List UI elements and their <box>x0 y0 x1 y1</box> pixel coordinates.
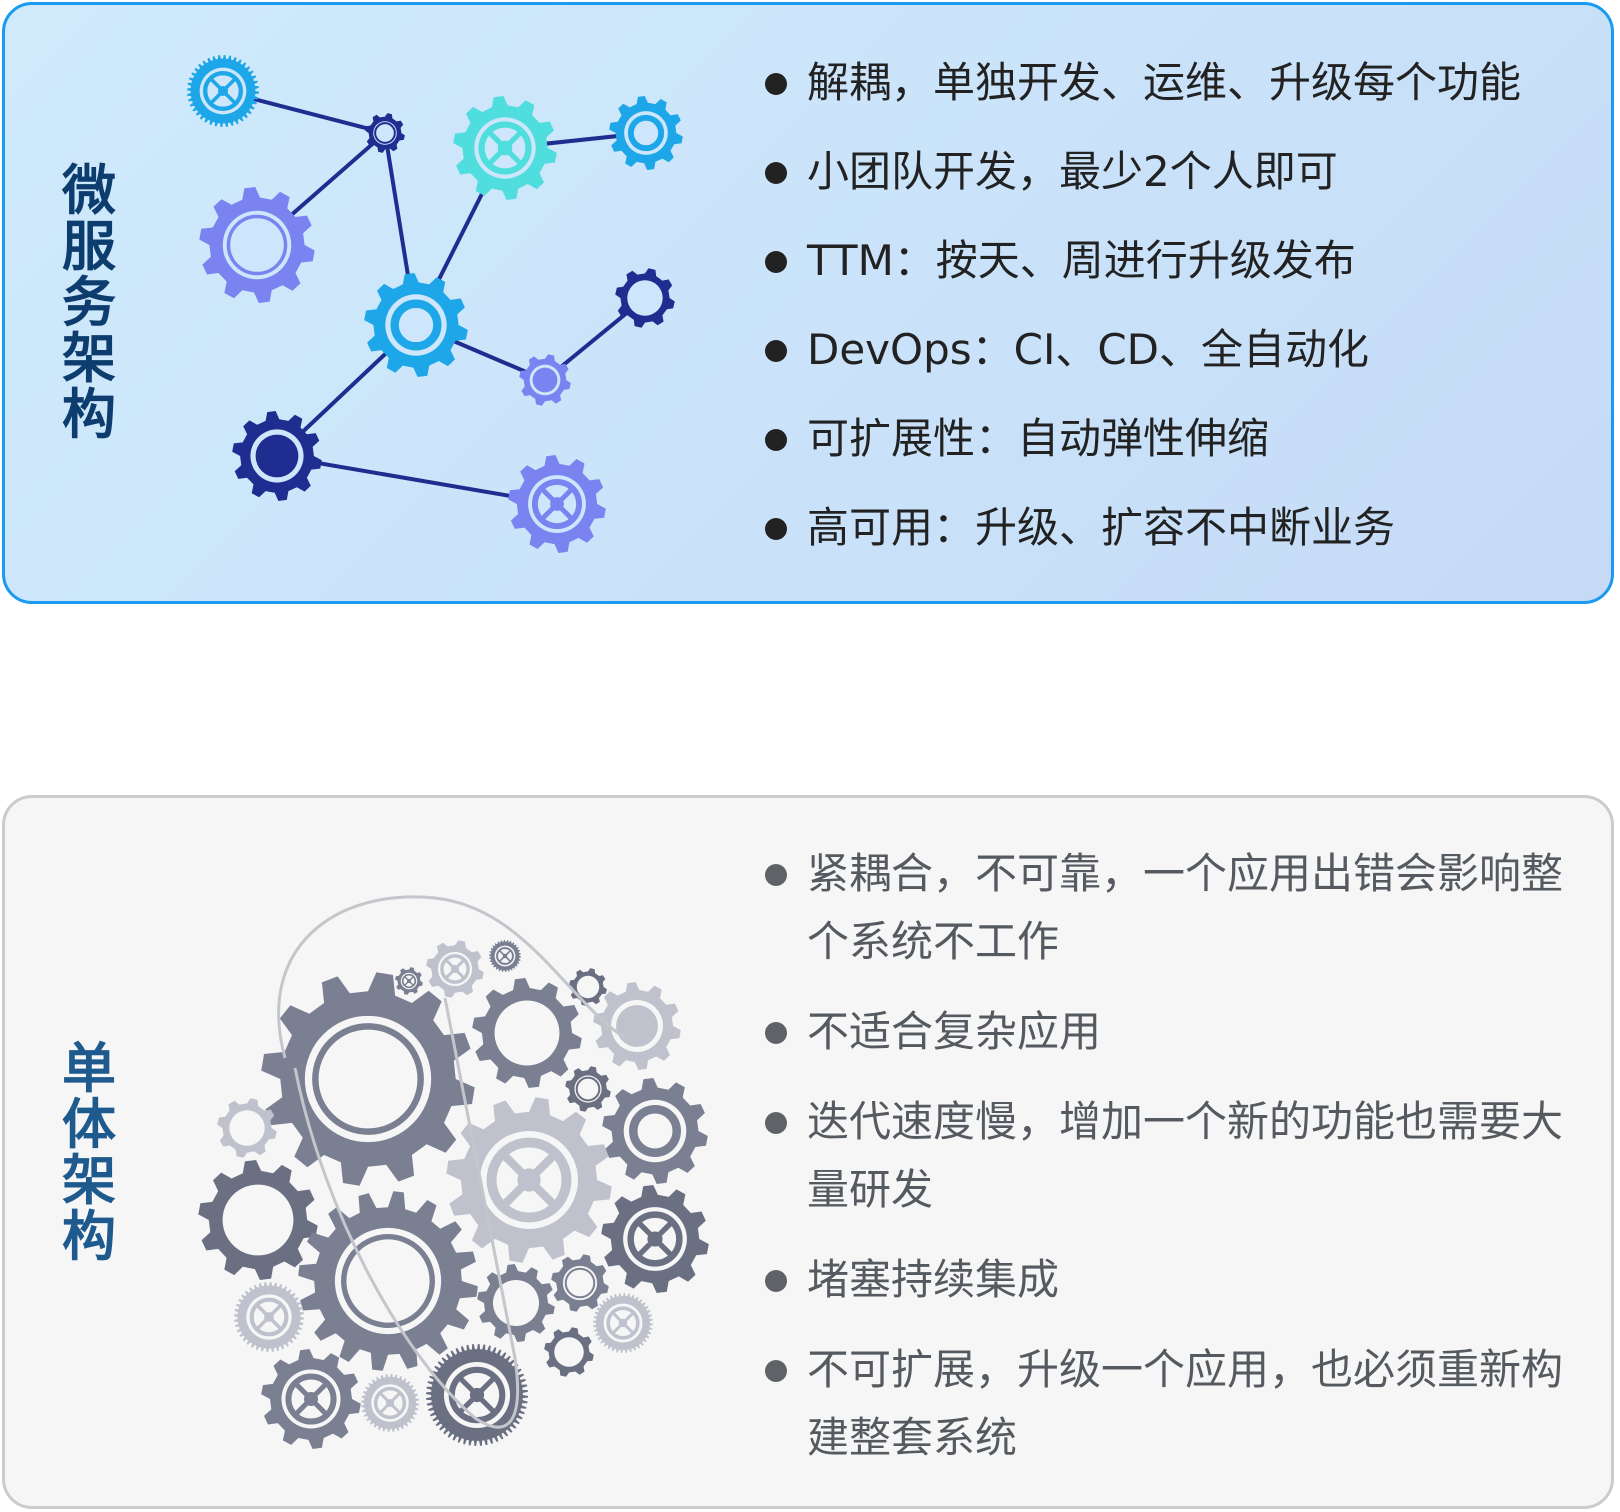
list-item: 不可扩展，升级一个应用，也必须重新构建整套系统 <box>761 1336 1581 1472</box>
gear-icon <box>365 113 405 153</box>
gear-icon <box>364 273 468 377</box>
bullet-icon <box>765 864 787 886</box>
microservice-title: 微服务架构 <box>62 159 116 446</box>
gear-icon <box>593 1293 653 1353</box>
microservice-points: 解耦，单独开发、运维、升级每个功能 小团队开发，最少2个人即可 TTM：按天、周… <box>761 49 1521 583</box>
list-item: 高可用：升级、扩容不中断业务 <box>761 494 1521 562</box>
gear-icon <box>298 1191 478 1371</box>
gear-icon <box>426 940 484 998</box>
list-item: 紧耦合，不可靠，一个应用出错会影响整个系统不工作 <box>761 840 1581 976</box>
belt-line <box>277 895 626 1429</box>
monolith-card: 单体架构 紧耦合，不可靠，一个应用出错会影响整个系统不工作 不适合复杂应用 迭代… <box>2 795 1614 1509</box>
gear-icon <box>593 982 681 1070</box>
list-item: DevOps：CI、CD、全自动化 <box>761 316 1521 384</box>
bullet-icon <box>765 1360 787 1382</box>
bullet-icon <box>765 1270 787 1292</box>
list-item: TTM：按天、周进行升级发布 <box>761 227 1521 295</box>
monolith-title: 单体架构 <box>62 1037 116 1268</box>
list-item: 不适合复杂应用 <box>761 998 1581 1066</box>
microservice-card: 微服务架构 解耦，单独开发、运维、升级每个功能 小团队开发，最少2个人即可 TT… <box>2 2 1614 604</box>
gear-icon <box>472 978 582 1088</box>
gear-icon <box>519 354 571 406</box>
bullet-icon <box>765 1112 787 1134</box>
gear-icon <box>453 96 557 200</box>
list-item: 堵塞持续集成 <box>761 1246 1581 1314</box>
gear-icon <box>187 55 259 127</box>
gear-icon <box>261 1349 361 1449</box>
bullet-icon <box>765 162 787 184</box>
gear-icon <box>198 1160 318 1280</box>
gear-icon <box>261 972 475 1186</box>
bullet-icon <box>765 340 787 362</box>
gear-icon <box>477 1264 555 1342</box>
gear-icon <box>609 96 683 170</box>
gear-icon <box>361 1374 419 1432</box>
gear-icon <box>601 1185 709 1293</box>
bullet-icon <box>765 73 787 95</box>
gear-icon <box>551 1254 609 1312</box>
gear-icon <box>569 968 607 1006</box>
monolith-points: 紧耦合，不可靠，一个应用出错会影响整个系统不工作 不适合复杂应用 迭代速度慢，增… <box>761 840 1581 1494</box>
gear-icon <box>232 411 322 501</box>
list-item: 解耦，单独开发、运维、升级每个功能 <box>761 49 1521 117</box>
gear-icon <box>489 940 521 972</box>
gear-icon <box>199 187 315 303</box>
list-item: 可扩展性：自动弹性伸缩 <box>761 405 1521 473</box>
gear-icon <box>234 1282 304 1352</box>
bullet-icon <box>765 251 787 273</box>
gear-icon <box>395 967 423 995</box>
bullet-icon <box>765 429 787 451</box>
gear-icon <box>426 1344 528 1446</box>
gear-icon <box>544 1327 594 1377</box>
bullet-icon <box>765 518 787 540</box>
gear-icon <box>602 1078 708 1184</box>
microservice-gears-illustration <box>187 55 683 553</box>
gear-icon <box>508 455 606 553</box>
bullet-icon <box>765 1022 787 1044</box>
gear-icon <box>217 1098 277 1158</box>
gear-icon <box>615 268 675 328</box>
monolith-gears-illustration <box>198 895 709 1449</box>
list-item: 小团队开发，最少2个人即可 <box>761 138 1521 206</box>
list-item: 迭代速度慢，增加一个新的功能也需要大量研发 <box>761 1088 1581 1224</box>
gear-icon <box>565 1066 611 1112</box>
gear-icon <box>446 1097 612 1263</box>
